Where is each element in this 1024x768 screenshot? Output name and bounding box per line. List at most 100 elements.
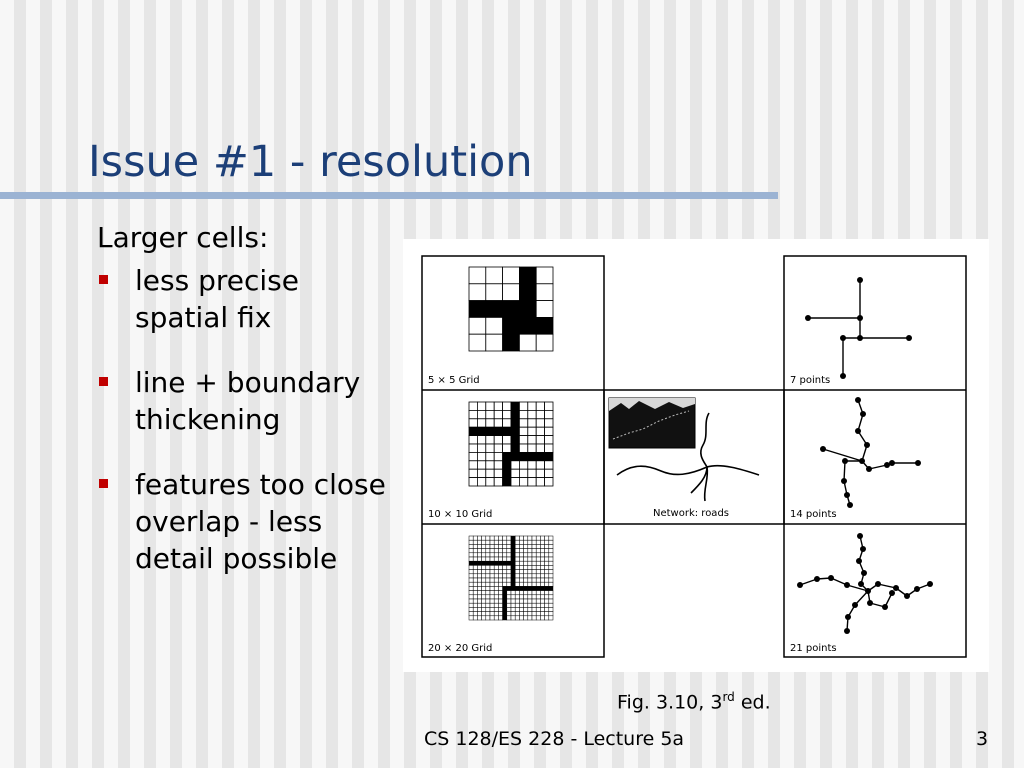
- grid-cell: [544, 602, 550, 608]
- grid-cell: [514, 573, 520, 579]
- road-network-lines: [616, 412, 760, 502]
- grid-cell: [544, 594, 550, 600]
- grid-cell: [527, 468, 537, 478]
- grid-cell: [535, 556, 541, 562]
- grid-cell-filled: [468, 560, 474, 566]
- grid-cell: [485, 544, 491, 549]
- grid-cell: [485, 443, 495, 453]
- grid-cell: [485, 573, 491, 579]
- grid-cell: [527, 548, 533, 554]
- network-point: [855, 428, 861, 434]
- grid-cell: [535, 283, 554, 301]
- grid-cell-filled: [514, 586, 520, 591]
- network-point: [927, 581, 933, 587]
- grid-cell: [472, 598, 478, 604]
- grid-cell: [506, 548, 512, 554]
- grid-cell: [506, 556, 512, 562]
- bullet-item: features too close overlap - less detail…: [97, 466, 389, 577]
- network-point: [864, 442, 870, 448]
- grid-cell: [519, 468, 529, 478]
- grid-cell: [519, 460, 529, 470]
- grid-cell: [514, 569, 520, 575]
- grid-cell: [514, 607, 520, 612]
- grid-cell: [523, 539, 529, 545]
- grid-cell-filled: [510, 426, 520, 436]
- grid-cell: [510, 460, 520, 470]
- grid-cell: [506, 607, 512, 612]
- grid-cell-filled: [510, 418, 520, 428]
- grid-cell: [481, 577, 487, 583]
- grid-cell: [514, 590, 520, 596]
- grid-cell: [523, 573, 529, 579]
- grid-cell: [535, 409, 545, 420]
- grid-cell: [531, 611, 537, 617]
- grid-cell-filled: [510, 560, 516, 566]
- network-point: [844, 628, 850, 634]
- grid-cell: [477, 569, 482, 575]
- grid-cell: [489, 602, 495, 608]
- grid-cell: [489, 615, 495, 621]
- grid-cell: [519, 565, 524, 570]
- grid-cell: [548, 607, 554, 612]
- bullet-text: line + boundary thickening: [135, 366, 361, 436]
- grid-cell: [540, 577, 545, 583]
- grid-cell: [485, 266, 504, 285]
- grid-cell: [519, 577, 524, 583]
- grid-cell: [523, 569, 529, 575]
- grid-cell: [481, 539, 487, 545]
- label-21-points: 21 points: [790, 643, 837, 654]
- grid-cell: [523, 602, 529, 608]
- grid-cell: [493, 460, 503, 470]
- grid-cell: [493, 556, 499, 562]
- grid-cell: [544, 539, 550, 545]
- grid-cell: [485, 539, 491, 545]
- grid-cell: [502, 443, 512, 453]
- grid-cell: [485, 460, 495, 470]
- grid-cell: [523, 560, 529, 566]
- grid-cell: [468, 577, 474, 583]
- grid-cell: [502, 418, 512, 428]
- label-grid-20x20: 20 × 20 Grid: [428, 643, 492, 654]
- grid-cell: [485, 602, 491, 608]
- grid-cell: [498, 539, 503, 545]
- road-line: [690, 412, 710, 494]
- road-line: [616, 465, 708, 476]
- grid-cell: [527, 435, 537, 445]
- resolution-figure: 5 × 5 Grid 10 × 10 Grid 20 × 20 Grid Net…: [403, 239, 989, 672]
- grid-cell: [477, 548, 482, 554]
- grid-cell: [493, 598, 499, 604]
- grid-cell-filled: [468, 426, 478, 436]
- network-point: [861, 570, 867, 576]
- network-point: [857, 335, 863, 341]
- grid-cell-filled: [544, 451, 554, 462]
- network-point: [866, 466, 872, 472]
- grid-cell: [544, 477, 554, 487]
- network-point: [860, 546, 866, 552]
- grid-cell: [548, 594, 554, 600]
- grid-cell: [493, 594, 499, 600]
- grid-cell: [535, 611, 541, 617]
- network-point: [915, 460, 921, 466]
- grid-cell-filled: [531, 586, 537, 591]
- grid-cell: [544, 401, 554, 411]
- grid-cell-filled: [535, 586, 541, 591]
- network-point: [865, 588, 871, 594]
- network-point: [882, 604, 888, 610]
- grid-cell: [477, 565, 482, 570]
- grid-cell: [489, 573, 495, 579]
- grid-cell: [527, 607, 533, 612]
- grid-cell: [531, 560, 537, 566]
- network-point: [858, 581, 864, 587]
- grid-cell: [498, 615, 503, 621]
- network-point: [860, 411, 866, 417]
- network-point: [875, 581, 881, 587]
- grid-cell: [468, 435, 478, 445]
- grid-cell: [544, 590, 550, 596]
- grid-cell: [468, 556, 474, 562]
- grid-cell: [493, 451, 503, 462]
- grid-cell: [485, 607, 491, 612]
- grid-cell: [540, 607, 545, 612]
- grid-cell: [540, 565, 545, 570]
- grid-cell: [485, 333, 504, 352]
- grid-cell-filled: [510, 565, 516, 570]
